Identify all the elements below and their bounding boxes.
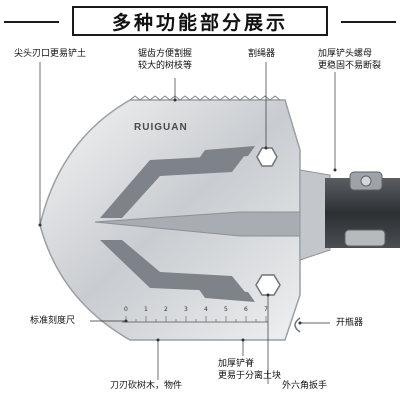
upper-stripe-accent (198, 146, 255, 160)
callout-bottle-opener-text: 开瓶器 (336, 318, 364, 328)
callout-blade-edge: 刀刃砍树木，物件 (110, 380, 182, 392)
ruler-mark: 6 (244, 306, 248, 313)
callout-serration-line1: 锯齿方便割握 (138, 49, 193, 59)
leader-lines (39, 62, 336, 384)
callout-spine: 加厚铲脊 更易于分离土块 (218, 358, 281, 382)
callout-serration: 锯齿方便割握 较大的树枝等 (138, 48, 192, 72)
callout-spine-line2: 更易于分离土块 (218, 371, 282, 381)
callout-tip-text: 尖头刃口更易铲土 (14, 49, 87, 59)
nut-bolt (360, 175, 372, 187)
ruler-mark: 0 (124, 306, 128, 313)
lower-stripe-accent (198, 288, 255, 302)
serrated-edge (129, 95, 281, 101)
callout-ruler-text: 标准刻度尺 (30, 316, 76, 326)
page-title: 多种功能部分展示 (111, 11, 288, 34)
rope-cutter-hex (256, 147, 278, 167)
ruler-mark: 4 (204, 306, 208, 313)
bottle-opener-notch (294, 317, 301, 333)
callout-hex-wrench: 外六角扳手 (282, 380, 327, 392)
callout-nut: 加厚铲头螺母 更稳固不易断裂 (318, 48, 381, 72)
callout-rope-cutter: 割绳器 (248, 48, 275, 60)
ruler-mark: 2 (164, 306, 168, 313)
brand-logo-text: RUIGUAN (134, 122, 188, 133)
ruler-ticks (125, 316, 267, 322)
ruler-mark: 7 (264, 306, 268, 313)
ruler-mark: 1 (144, 306, 148, 313)
callout-nut-line1: 加厚铲头螺母 (318, 49, 373, 59)
callout-serration-line2: 较大的树枝等 (138, 61, 193, 71)
callout-spine-line1: 加厚铲脊 (218, 359, 255, 369)
hex-wrench-hole (255, 274, 281, 296)
ruler-mark: 3 (184, 306, 188, 313)
handle-collar (344, 229, 386, 247)
callout-rope-cutter-text: 割绳器 (248, 49, 276, 59)
callout-tip: 尖头刃口更易铲土 (14, 48, 86, 60)
title-banner: 多种功能部分展示 (4, 6, 396, 36)
callout-ruler: 标准刻度尺 (30, 315, 75, 327)
shovel-neck (299, 169, 331, 261)
callout-hex-wrench-text: 外六角扳手 (282, 381, 328, 391)
leader-dots (38, 98, 337, 342)
callout-blade-edge-text: 刀刃砍树木，物件 (110, 381, 183, 391)
callout-nut-line2: 更稳固不易断裂 (318, 61, 382, 71)
upper-stripe (100, 155, 245, 218)
lower-stripe (100, 240, 245, 292)
ruler-mark: 5 (224, 306, 228, 313)
callout-bottle-opener: 开瓶器 (336, 317, 363, 329)
